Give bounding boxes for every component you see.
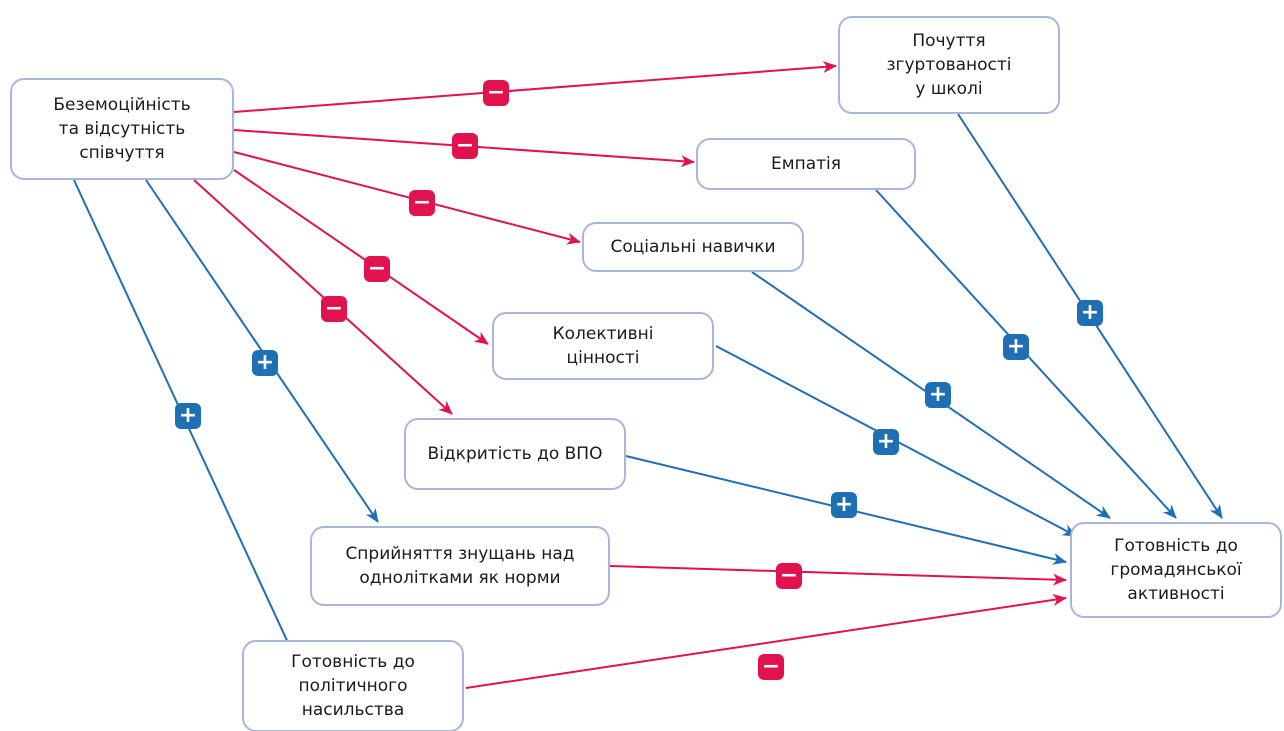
sign-source-empathy: − [452,133,478,159]
edge-political-civic [465,593,1067,689]
edge-source-collective [233,169,489,345]
node-political: Готовність до політичного насильства [242,640,464,731]
edge-source-social [233,151,581,245]
edge-bullying-civic [609,565,1067,586]
sign-cohesion-civic: + [1077,300,1103,326]
sign-bullying-civic: − [776,563,802,589]
node-collective: Колективні цінності [492,312,714,380]
sign-collective-civic: + [873,429,899,455]
sign-social-civic: + [925,382,951,408]
sign-political-civic: − [758,654,784,680]
node-source: Беземоційність та відсутність співчуття [10,78,234,180]
edge-source-cohesion [233,61,837,113]
sign-idp-civic: + [831,492,857,518]
node-idp: Відкритість до ВПО [404,418,626,490]
sign-source-cohesion: − [483,80,509,106]
sign-source-social: − [409,190,435,216]
node-empathy: Емпатія [696,138,916,190]
sign-empathy-civic: + [1003,334,1029,360]
node-cohesion: Почуття згуртованості у школі [838,16,1060,114]
node-social: Соціальні навички [582,222,804,272]
node-bullying: Сприйняття знущань над однолітками як но… [310,526,610,606]
sign-source-bullying: + [252,350,278,376]
node-civic: Готовність до громадянської активності [1070,522,1282,618]
sign-source-collective: − [364,256,390,282]
sign-source-political: + [175,403,201,429]
sign-source-idp: − [321,296,347,322]
